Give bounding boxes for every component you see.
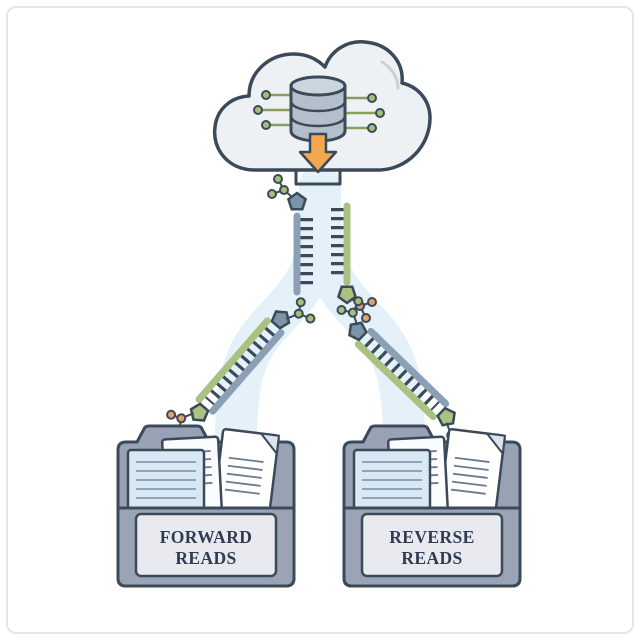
adapter-pentagon-gray <box>270 310 291 330</box>
document-page-blue <box>126 448 206 516</box>
adapter-pentagon-green <box>189 402 210 422</box>
circuit-nodes <box>253 90 385 133</box>
page-text-lines <box>136 461 196 499</box>
download-tray-icon <box>294 170 342 186</box>
circuit-lines-right <box>345 96 376 130</box>
reverse-read-fragment-icon <box>336 296 468 451</box>
download-arrow-icon <box>298 132 338 174</box>
adapter-pentagon-gray <box>348 321 368 342</box>
folder-label-forward-reads: FORWARD READS <box>159 527 253 568</box>
database-band <box>289 100 347 113</box>
data-stream <box>215 165 425 457</box>
paired-read-strands-icon <box>267 174 377 323</box>
database-icon <box>289 75 347 143</box>
folder-label-reverse-reads: REVERSE READS <box>389 527 475 568</box>
adapter-pentagon-gray <box>286 191 308 211</box>
page-text-lines <box>224 456 264 495</box>
cloud-icon <box>212 40 432 172</box>
page-fold-corner <box>258 432 281 457</box>
strand-gray <box>267 174 313 296</box>
folder-documents-icon <box>116 424 296 588</box>
database-top <box>289 75 347 97</box>
database-band <box>289 115 347 128</box>
adapter-pentagon-green <box>336 285 358 305</box>
cloud-highlight <box>380 60 400 90</box>
adapter-pentagon-green <box>436 406 456 427</box>
strand-green <box>331 202 377 323</box>
circuit-lines-left <box>262 93 291 127</box>
folder-label-plate <box>134 512 278 578</box>
